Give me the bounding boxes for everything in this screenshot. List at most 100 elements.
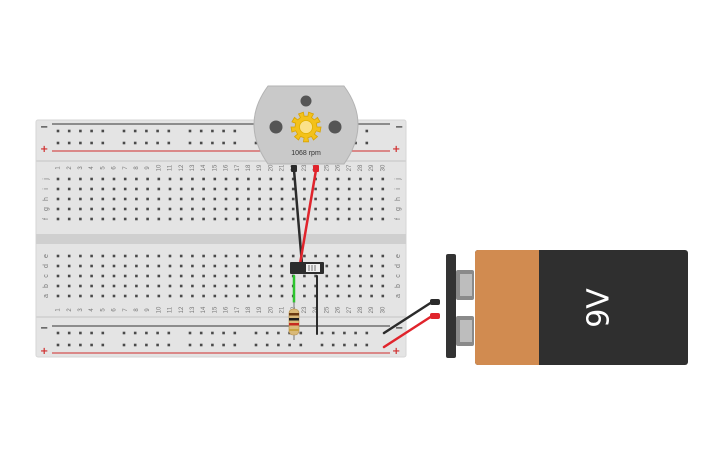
hole-b4[interactable] [90, 284, 93, 288]
hole-b27[interactable] [347, 284, 351, 288]
hole-b9[interactable] [146, 284, 149, 288]
hole-d26[interactable] [336, 264, 340, 268]
hole-h17[interactable] [235, 197, 239, 201]
hole-b21[interactable] [280, 284, 284, 288]
hole-h9[interactable] [146, 197, 149, 201]
hole-c30[interactable] [381, 274, 385, 278]
hole-a4[interactable] [90, 294, 93, 298]
top-rail-neg-hole[interactable] [133, 129, 137, 133]
hole-c6[interactable] [112, 274, 116, 278]
hole-h3[interactable] [79, 197, 82, 201]
hole-d10[interactable] [157, 264, 161, 268]
hole-h27[interactable] [347, 197, 351, 201]
hole-j9[interactable] [146, 177, 149, 181]
hole-d11[interactable] [168, 264, 172, 268]
hole-c11[interactable] [168, 274, 172, 278]
hole-e9[interactable] [146, 254, 149, 258]
hole-h19[interactable] [258, 197, 261, 201]
hole-e29[interactable] [370, 254, 373, 258]
hole-d2[interactable] [67, 264, 71, 268]
hole-f11[interactable] [168, 217, 172, 221]
hole-i3[interactable] [79, 187, 82, 191]
resistor[interactable] [288, 302, 300, 340]
hole-e4[interactable] [90, 254, 93, 258]
hole-i19[interactable] [258, 187, 261, 191]
hole-c8[interactable] [135, 274, 138, 278]
hole-j6[interactable] [112, 177, 116, 181]
hole-a20[interactable] [269, 294, 273, 298]
hole-c17[interactable] [235, 274, 239, 278]
hole-f15[interactable] [213, 217, 217, 221]
bottom-rail-neg-hole[interactable] [156, 331, 159, 335]
hole-c28[interactable] [359, 274, 362, 278]
hole-g13[interactable] [191, 207, 194, 211]
hole-i13[interactable] [191, 187, 194, 191]
hole-b13[interactable] [191, 284, 194, 288]
hole-f8[interactable] [135, 217, 138, 221]
hole-g12[interactable] [179, 207, 183, 211]
hole-a10[interactable] [157, 294, 161, 298]
hole-a21[interactable] [280, 294, 284, 298]
hole-a15[interactable] [213, 294, 217, 298]
bottom-rail-pos-hole[interactable] [133, 343, 137, 347]
hole-j4[interactable] [90, 177, 93, 181]
hole-c21[interactable] [280, 274, 284, 278]
hole-h16[interactable] [224, 197, 228, 201]
hole-j14[interactable] [202, 177, 205, 181]
bottom-rail-neg-hole[interactable] [101, 331, 105, 335]
hole-g26[interactable] [336, 207, 340, 211]
hole-a25[interactable] [325, 294, 329, 298]
top-rail-pos-hole[interactable] [156, 141, 159, 145]
bottom-rail-neg-hole[interactable] [67, 331, 71, 335]
hole-j20[interactable] [269, 177, 273, 181]
top-rail-pos-hole[interactable] [354, 141, 357, 145]
hole-h1[interactable] [56, 197, 60, 201]
hole-a17[interactable] [235, 294, 239, 298]
hole-j8[interactable] [135, 177, 138, 181]
hole-j7[interactable] [123, 177, 127, 181]
hole-i14[interactable] [202, 187, 205, 191]
bottom-rail-neg-hole[interactable] [199, 331, 203, 335]
hole-f28[interactable] [359, 217, 362, 221]
hole-j22[interactable] [291, 177, 295, 181]
hole-a13[interactable] [191, 294, 194, 298]
hole-h4[interactable] [90, 197, 93, 201]
hole-d7[interactable] [123, 264, 127, 268]
hole-c4[interactable] [90, 274, 93, 278]
hole-g15[interactable] [213, 207, 217, 211]
hole-h14[interactable] [202, 197, 205, 201]
hole-c12[interactable] [179, 274, 183, 278]
hole-i18[interactable] [247, 187, 250, 191]
hole-e12[interactable] [179, 254, 183, 258]
top-rail-pos-hole[interactable] [90, 141, 93, 145]
bottom-rail-neg-hole[interactable] [233, 331, 237, 335]
hole-e22[interactable] [291, 254, 295, 258]
hole-h5[interactable] [101, 197, 105, 201]
hole-g27[interactable] [347, 207, 351, 211]
top-rail-neg-hole[interactable] [222, 129, 225, 133]
hole-b2[interactable] [67, 284, 71, 288]
top-rail-pos-hole[interactable] [122, 141, 126, 145]
hole-j19[interactable] [258, 177, 261, 181]
hole-f25[interactable] [325, 217, 329, 221]
bottom-rail-neg-hole[interactable] [122, 331, 126, 335]
hole-h8[interactable] [135, 197, 138, 201]
hole-f18[interactable] [247, 217, 250, 221]
switch-slider[interactable] [306, 264, 320, 272]
top-rail-neg-hole[interactable] [188, 129, 192, 133]
hole-b7[interactable] [123, 284, 127, 288]
hole-i12[interactable] [179, 187, 183, 191]
hole-c20[interactable] [269, 274, 273, 278]
hole-c15[interactable] [213, 274, 217, 278]
hole-e11[interactable] [168, 254, 172, 258]
top-rail-pos-hole[interactable] [167, 141, 171, 145]
hole-e30[interactable] [381, 254, 385, 258]
bottom-rail-pos-hole[interactable] [365, 343, 369, 347]
top-rail-neg-hole[interactable] [67, 129, 71, 133]
hole-b19[interactable] [258, 284, 261, 288]
hole-f5[interactable] [101, 217, 105, 221]
bottom-rail-pos-hole[interactable] [90, 343, 93, 347]
hole-j12[interactable] [179, 177, 183, 181]
dc-motor[interactable]: 1068 rpm [253, 85, 359, 172]
top-rail-neg-hole[interactable] [122, 129, 126, 133]
